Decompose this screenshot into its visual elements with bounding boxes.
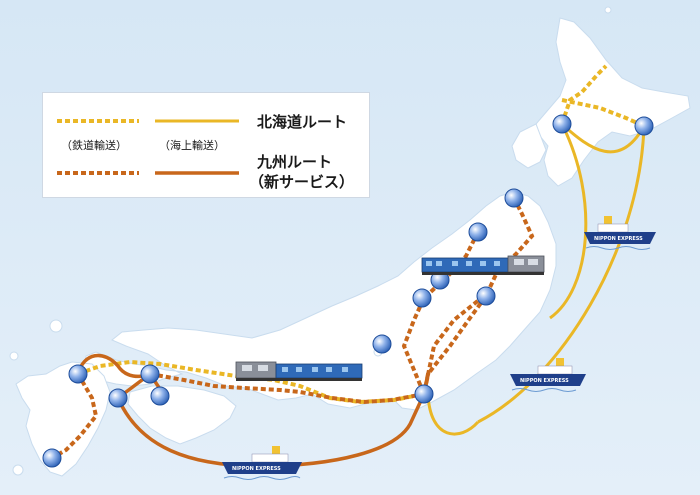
terminal-node xyxy=(372,334,392,354)
terminal-node xyxy=(150,386,170,406)
terminal-node xyxy=(552,114,572,134)
land-island xyxy=(9,351,19,361)
hokkaido-rail-route xyxy=(561,98,645,128)
train-honshu-north xyxy=(421,255,545,275)
legend-lines xyxy=(57,119,239,175)
terminal-node xyxy=(504,188,524,208)
hokkaido-rail-route xyxy=(560,64,608,125)
hokkaido-sea-route xyxy=(549,123,588,320)
legend-sea-label: （海上輸送） xyxy=(159,139,225,152)
kyushu-rail-route xyxy=(51,372,99,460)
land-island xyxy=(49,319,63,333)
hokkaido-sea-route xyxy=(477,125,646,424)
kyushu-rail-route xyxy=(422,294,486,395)
terminal-node xyxy=(476,286,496,306)
terminal-nodes xyxy=(42,114,654,468)
ship-tohoku: NIPPON EXPRESS xyxy=(510,358,586,392)
kyushu-rail-route xyxy=(401,231,480,395)
terminal-node xyxy=(634,116,654,136)
ship-name: NIPPON EXPRESS xyxy=(232,466,281,472)
ship-hokkaido: NIPPON EXPRESS xyxy=(584,216,656,250)
legend-hokkaido-route: 北海道ルート xyxy=(257,113,348,131)
terminal-node xyxy=(140,364,160,384)
hokkaido-sea-route xyxy=(560,122,646,154)
terminal-node xyxy=(42,448,62,468)
land-hokkaido xyxy=(535,17,691,187)
kyushu-rail-route xyxy=(149,372,425,405)
legend-kyushu-note: （新サービス） xyxy=(249,173,355,191)
terminal-node xyxy=(468,222,488,242)
ship-name: NIPPON EXPRESS xyxy=(594,236,643,242)
land-oshima xyxy=(511,123,547,169)
land-island xyxy=(12,464,24,476)
terminal-node xyxy=(412,288,432,308)
ship-name: NIPPON EXPRESS xyxy=(520,378,569,384)
legend: （鉄道輸送） （海上輸送） 北海道ルート 九州ルート （新サービス） xyxy=(42,92,370,198)
terminal-node xyxy=(68,364,88,384)
train-honshu-west xyxy=(235,361,363,381)
terminal-node xyxy=(414,384,434,404)
land-island xyxy=(604,6,612,14)
legend-rail-label: （鉄道輸送） xyxy=(61,139,127,152)
ship-kyushu: NIPPON EXPRESS xyxy=(222,446,302,480)
terminal-node xyxy=(108,388,128,408)
kyushu-sea-route xyxy=(76,353,151,379)
hokkaido-sea-route xyxy=(426,393,480,436)
legend-kyushu-route: 九州ルート xyxy=(257,153,333,171)
kyushu-rail-route xyxy=(422,197,535,395)
